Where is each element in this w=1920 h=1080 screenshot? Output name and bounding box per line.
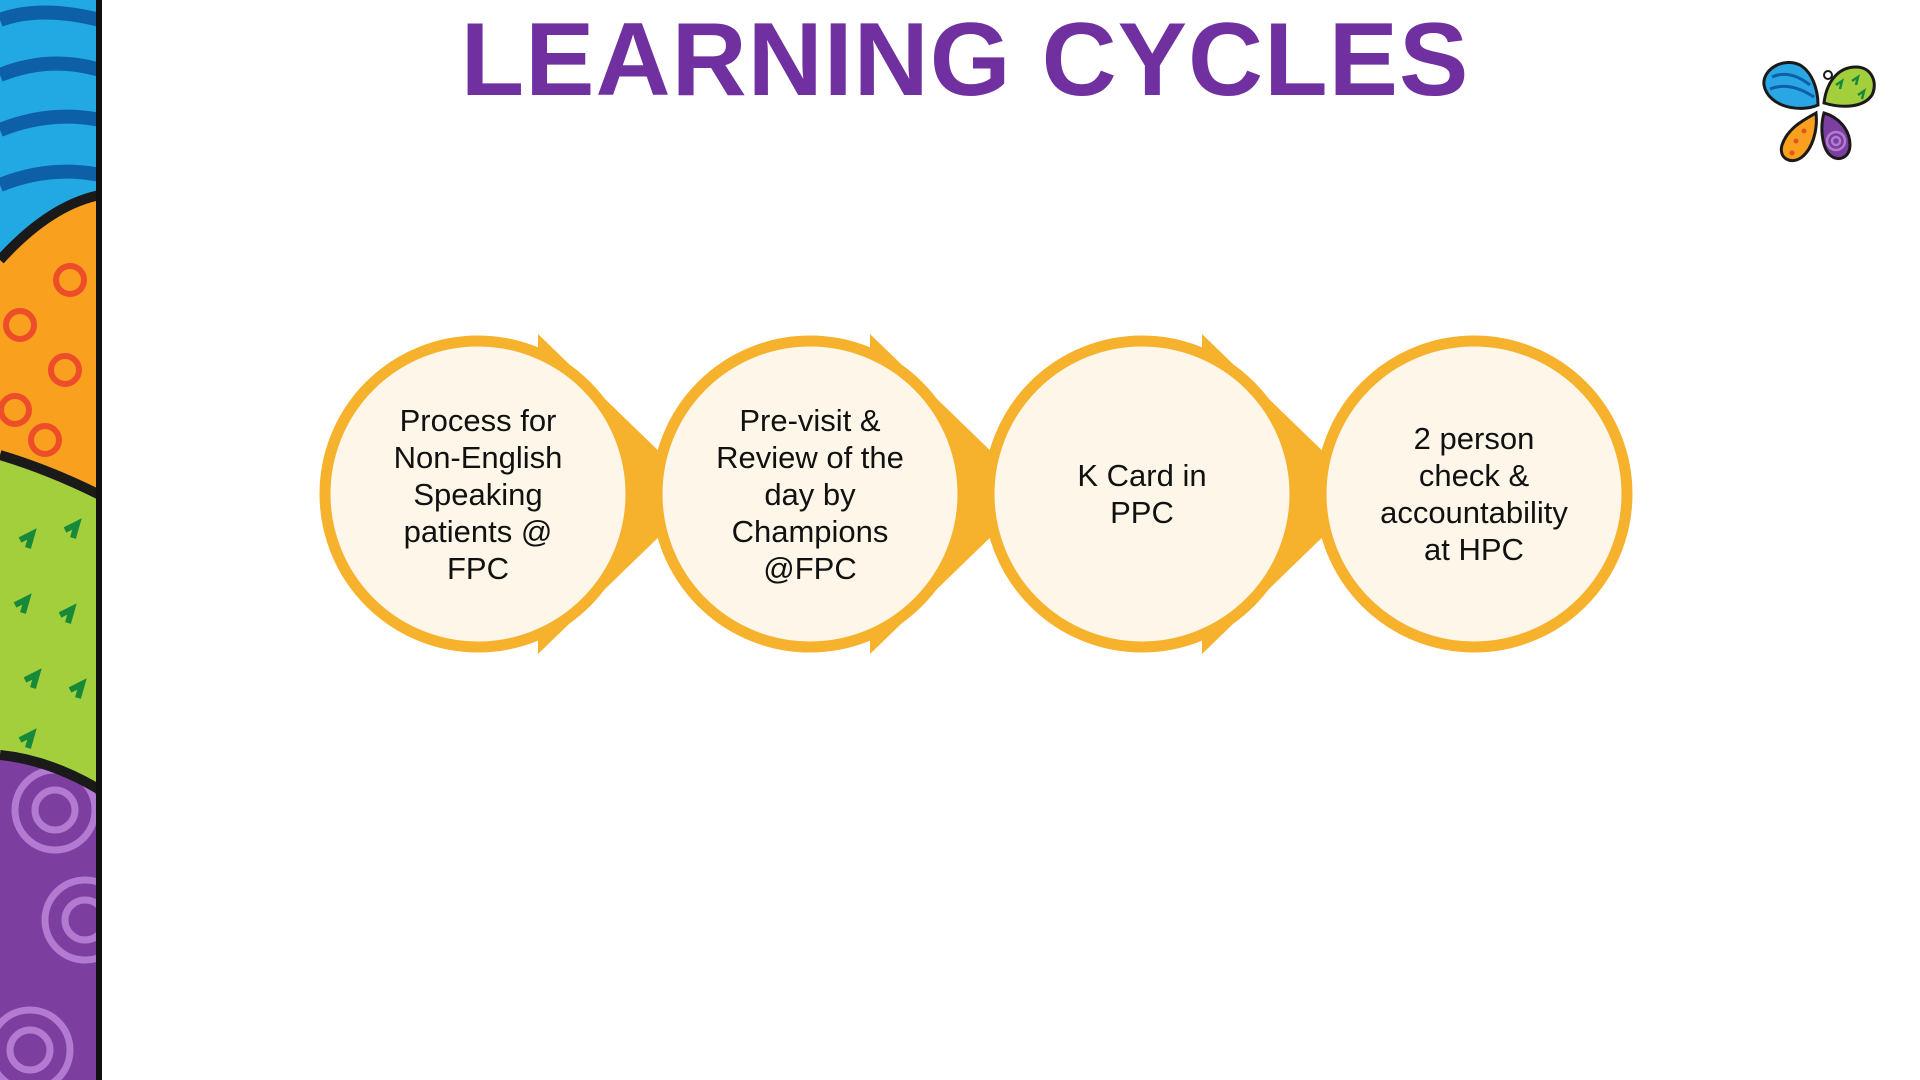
step-circle [651, 335, 969, 653]
step-circle [983, 335, 1301, 653]
step-label: Pre-visit & Review of the day by Champio… [710, 364, 910, 624]
butterfly-logo-icon [1762, 61, 1876, 162]
step-label: K Card in PPC [1042, 364, 1242, 624]
step-label-text: 2 person check & accountability at HPC [1380, 421, 1568, 567]
step-label-text: Process for Non-English Speaking patient… [393, 402, 563, 586]
decorative-side-banner [0, 0, 102, 1080]
step-label-text: K Card in PPC [1077, 458, 1207, 530]
step-label: 2 person check & accountability at HPC [1374, 364, 1574, 624]
step-label-text: Pre-visit & Review of the day by Champio… [716, 402, 904, 586]
step-circle [319, 335, 637, 653]
slide-title: LEARNING CYCLES [460, 2, 1470, 118]
step-label: Process for Non-English Speaking patient… [378, 364, 578, 624]
step-circle [1315, 335, 1633, 653]
